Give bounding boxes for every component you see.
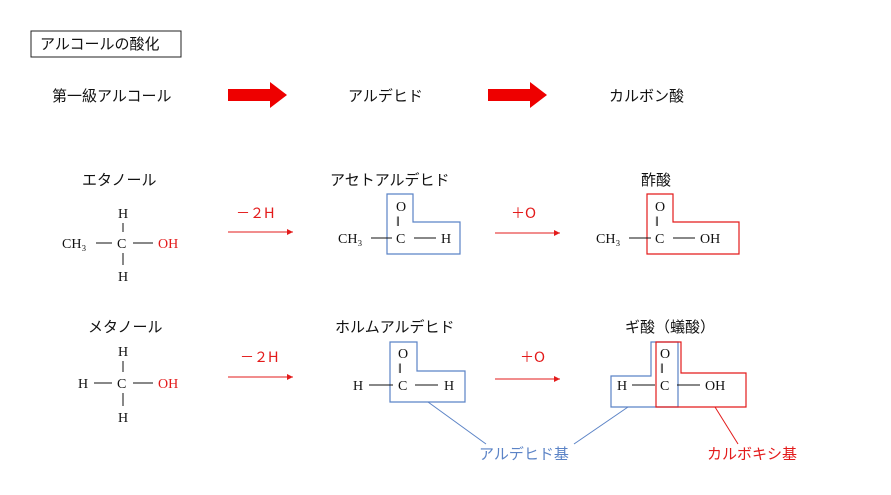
atom-oh: OH — [700, 232, 720, 247]
aldehyde-leader-line — [427, 401, 487, 445]
carboxyl-group-highlight — [646, 193, 740, 255]
formic-acid-structure: O ‖ H C OH — [610, 341, 747, 408]
acetic-acid-label: 酢酸 — [641, 171, 671, 189]
atom-h: H — [441, 232, 451, 247]
atom-o: O — [396, 200, 406, 215]
atom-c: C — [655, 232, 664, 247]
atom-h: H — [78, 377, 88, 392]
acetaldehyde-label: アセトアルデヒド — [330, 171, 450, 189]
label-minus-2h: －２H — [240, 350, 279, 366]
flow-primary-alcohol: 第一級アルコール — [52, 87, 172, 105]
atom-c: C — [117, 237, 126, 252]
atom-oh-red: OH — [158, 237, 178, 252]
page-title: アルコールの酸化 — [40, 35, 160, 53]
double-bond: ‖ — [396, 215, 400, 230]
atom-c: C — [398, 379, 407, 394]
label-minus-2h: －２H — [236, 206, 275, 222]
flow-aldehyde: アルデヒド — [348, 87, 423, 105]
double-bond: ‖ — [655, 215, 659, 230]
atom-c: C — [660, 379, 669, 394]
atom-h: H — [353, 379, 363, 394]
label-plus-o: ＋O — [511, 206, 536, 222]
flow-arrow-1 — [228, 82, 287, 108]
ethanol-structure: H CH₃ C OH H — [62, 207, 178, 285]
atom-c: C — [117, 377, 126, 392]
formic-acid-label: ギ酸（蟻酸） — [625, 318, 715, 336]
aldehyde-group-label: アルデヒド基 — [479, 445, 569, 463]
formaldehyde-label: ホルムアルデヒド — [335, 318, 455, 336]
title-box — [30, 30, 182, 58]
carboxyl-group-highlight — [655, 341, 747, 408]
aldehyde-group-highlight — [389, 341, 466, 403]
atom-h: H — [118, 411, 128, 426]
methanol-structure: H H C OH H — [78, 345, 178, 426]
atom-h: H — [444, 379, 454, 394]
atom-ch3: CH₃ — [596, 232, 620, 247]
atom-h: H — [118, 207, 128, 222]
atom-c: C — [396, 232, 405, 247]
acetaldehyde-structure: O ‖ CH₃ C H — [338, 193, 461, 255]
double-bond: ‖ — [660, 362, 664, 377]
carboxyl-leader-line — [714, 406, 739, 445]
acetic-acid-structure: O ‖ CH₃ C OH — [596, 193, 740, 255]
atom-o: O — [660, 347, 670, 362]
atom-ch3: CH₃ — [338, 232, 362, 247]
flow-carboxylic-acid: カルボン酸 — [609, 87, 684, 105]
atom-oh: OH — [705, 379, 725, 394]
aldehyde-leader-line — [573, 406, 629, 445]
atom-o: O — [398, 347, 408, 362]
formaldehyde-structure: O ‖ H C H — [353, 341, 466, 403]
label-plus-o: ＋O — [520, 350, 545, 366]
carboxyl-group-label: カルボキシ基 — [707, 445, 797, 463]
methanol-label: メタノール — [88, 318, 163, 336]
ethanol-label: エタノール — [82, 171, 157, 189]
atom-h: H — [617, 379, 627, 394]
aldehyde-group-highlight — [386, 193, 461, 255]
double-bond: ‖ — [398, 362, 402, 377]
flow-arrow-2 — [488, 82, 547, 108]
atom-oh-red: OH — [158, 377, 178, 392]
atom-h: H — [118, 270, 128, 285]
atom-ch3: CH₃ — [62, 237, 86, 252]
atom-h: H — [118, 345, 128, 360]
atom-o: O — [655, 200, 665, 215]
